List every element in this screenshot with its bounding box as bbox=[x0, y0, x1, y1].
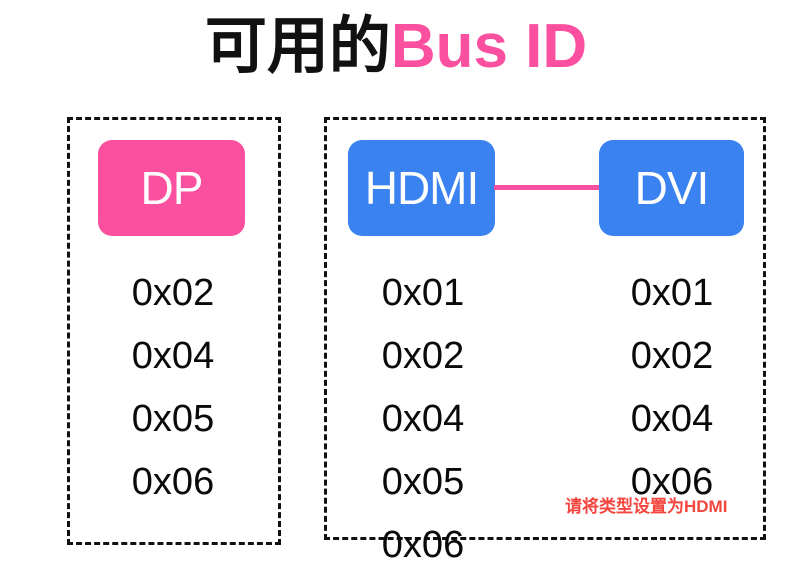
bus-id-value: 0x02 bbox=[381, 335, 465, 377]
bus-id-value: 0x01 bbox=[630, 272, 714, 314]
bus-id-value: 0x04 bbox=[381, 398, 465, 440]
bus-id-value: 0x06 bbox=[630, 461, 714, 503]
page-title: 可用的Bus ID bbox=[0, 8, 792, 86]
connector-node-hdmi[interactable]: HDMI bbox=[348, 140, 495, 236]
group-box-dp bbox=[67, 117, 281, 545]
bus-id-value: 0x05 bbox=[381, 461, 465, 503]
bus-id-value: 0x02 bbox=[131, 272, 215, 314]
bus-id-value: 0x06 bbox=[131, 461, 215, 503]
bus-id-value: 0x05 bbox=[131, 398, 215, 440]
connector-node-dvi[interactable]: DVI bbox=[599, 140, 744, 236]
hdmi-dvi-link-line bbox=[494, 185, 601, 190]
connector-node-dp[interactable]: DP bbox=[98, 140, 245, 236]
bus-id-value: 0x04 bbox=[131, 335, 215, 377]
page-title-cn: 可用的 bbox=[204, 12, 391, 81]
group-box-hdmi-dvi bbox=[324, 117, 766, 540]
page-title-en: Bus ID bbox=[390, 12, 588, 81]
bus-id-value: 0x01 bbox=[381, 272, 465, 314]
bus-id-value: 0x06 bbox=[381, 524, 465, 566]
bus-id-value: 0x02 bbox=[630, 335, 714, 377]
bus-id-value: 0x04 bbox=[630, 398, 714, 440]
annotation-set-type-hdmi: 请将类型设置为HDMI bbox=[565, 497, 728, 516]
bus-id-column-dvi: 0x01 0x02 0x04 0x06 bbox=[597, 262, 747, 514]
bus-id-column-hdmi: 0x01 0x02 0x04 0x05 0x06 bbox=[348, 262, 498, 577]
bus-id-column-dp: 0x02 0x04 0x05 0x06 bbox=[98, 262, 248, 514]
